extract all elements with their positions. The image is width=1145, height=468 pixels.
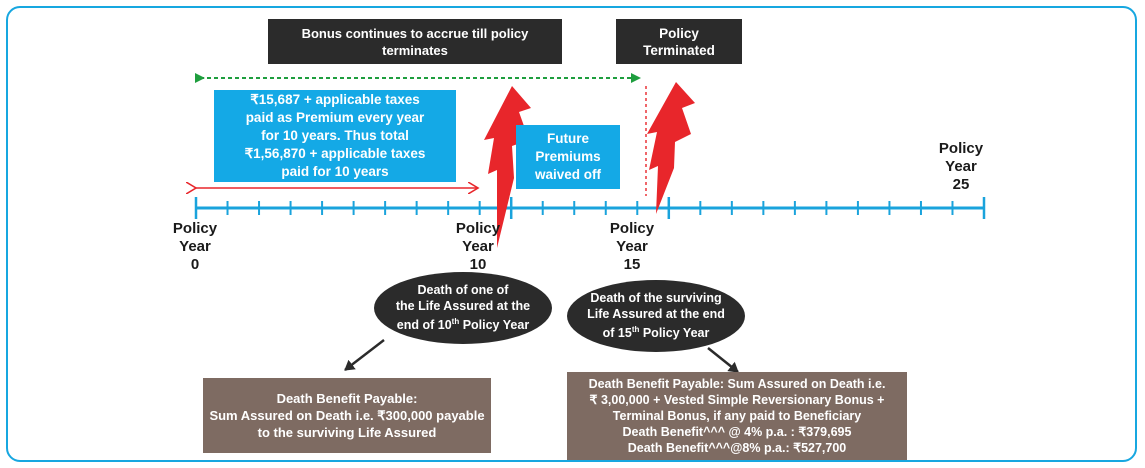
year-word1: Policy [172, 220, 218, 237]
policy-year-15-label: Policy Year 15 [597, 220, 667, 274]
death2-text-sup: th [631, 325, 640, 335]
death-benefit-2-box: Death Benefit Payable: Sum Assured on De… [567, 372, 907, 460]
premium-text-line3: for 10 years. Thus total [261, 128, 409, 143]
connector-arrow-1 [344, 339, 385, 371]
policy-terminated-box: Policy Terminated [616, 19, 742, 64]
premiums-waived-box: Future Premiums waived off [516, 125, 620, 189]
waived-text-line2: Premiums [535, 149, 601, 164]
waived-text-line1: Future [546, 131, 589, 146]
benefit2-text-line2: ₹ 3,00,000 + Vested Simple Reversionary … [589, 393, 885, 407]
benefit1-text-line2: Sum Assured on Death i.e. ₹300,000 payab… [209, 408, 485, 423]
death1-text-pre: end of 10 [396, 318, 452, 333]
year-word1: Policy [609, 220, 655, 237]
terminated-text-line1: Policy [659, 25, 699, 41]
premium-info-box: ₹15,687 + applicable taxes paid as Premi… [214, 90, 456, 182]
year-word2: Year [179, 238, 211, 255]
death-benefit-1-box: Death Benefit Payable: Sum Assured on De… [203, 378, 491, 453]
death1-text-line1: Death of one of [417, 283, 509, 298]
terminated-text-line2: Terminated [643, 42, 715, 58]
year-word1: Policy [455, 220, 501, 237]
year-number: 15 [623, 256, 641, 273]
benefit2-text-line5: Death Benefit^^^@8% p.a.: ₹527,700 [627, 441, 847, 455]
premium-text-line2: paid as Premium every year [245, 110, 425, 125]
death-event-1-ellipse: Death of one of the Life Assured at the … [374, 272, 552, 344]
premium-text-line1: ₹15,687 + applicable taxes [250, 92, 420, 107]
year-number: 0 [190, 256, 200, 273]
bonus-accrual-box: Bonus continues to accrue till policy te… [268, 19, 562, 64]
death2-text-line3: of 15th Policy Year [587, 322, 725, 341]
year-word2: Year [945, 158, 977, 175]
year-word1: Policy [938, 140, 984, 157]
death1-text-sup: th [451, 317, 460, 327]
lightning-bolt-icon [647, 82, 695, 214]
timeline-ticks [194, 197, 986, 219]
death1-text-line2: the Life Assured at the [395, 299, 531, 314]
death2-text-line1: Death of the surviving [590, 291, 722, 306]
premium-text-line4: ₹1,56,870 + applicable taxes [244, 146, 426, 161]
death2-text-pre: of 15 [602, 326, 632, 341]
policy-year-10-label: Policy Year 10 [443, 220, 513, 274]
benefit2-text-line3: Terminal Bonus, if any paid to Beneficia… [612, 409, 862, 423]
year-word2: Year [616, 238, 648, 255]
bonus-text-line1: Bonus continues to accrue till policy [301, 25, 529, 41]
year-number: 10 [469, 256, 487, 273]
benefit1-text-line1: Death Benefit Payable: [276, 391, 418, 406]
connector-arrow-2 [707, 347, 739, 373]
benefit2-text-line4: Death Benefit^^^ @ 4% p.a. : ₹379,695 [622, 425, 852, 439]
policy-year-0-label: Policy Year 0 [160, 220, 230, 274]
diagram-frame [6, 6, 1137, 462]
year-number: 25 [952, 176, 970, 193]
policy-year-25-label: Policy Year 25 [926, 140, 996, 194]
death1-text-line3: end of 10th Policy Year [396, 314, 530, 333]
death2-text-line2: Life Assured at the end [587, 307, 725, 322]
waived-text-line3: waived off [534, 167, 601, 182]
death2-text-post: Policy Year [639, 326, 710, 341]
death-event-2-ellipse: Death of the surviving Life Assured at t… [567, 280, 745, 352]
premium-text-line5: paid for 10 years [281, 164, 389, 179]
death1-text-post: Policy Year [459, 318, 530, 333]
benefit1-text-line3: to the surviving Life Assured [257, 425, 437, 440]
benefit2-text-line1: Death Benefit Payable: Sum Assured on De… [588, 377, 886, 391]
year-word2: Year [462, 238, 494, 255]
bonus-text-line2: terminates [382, 42, 448, 58]
